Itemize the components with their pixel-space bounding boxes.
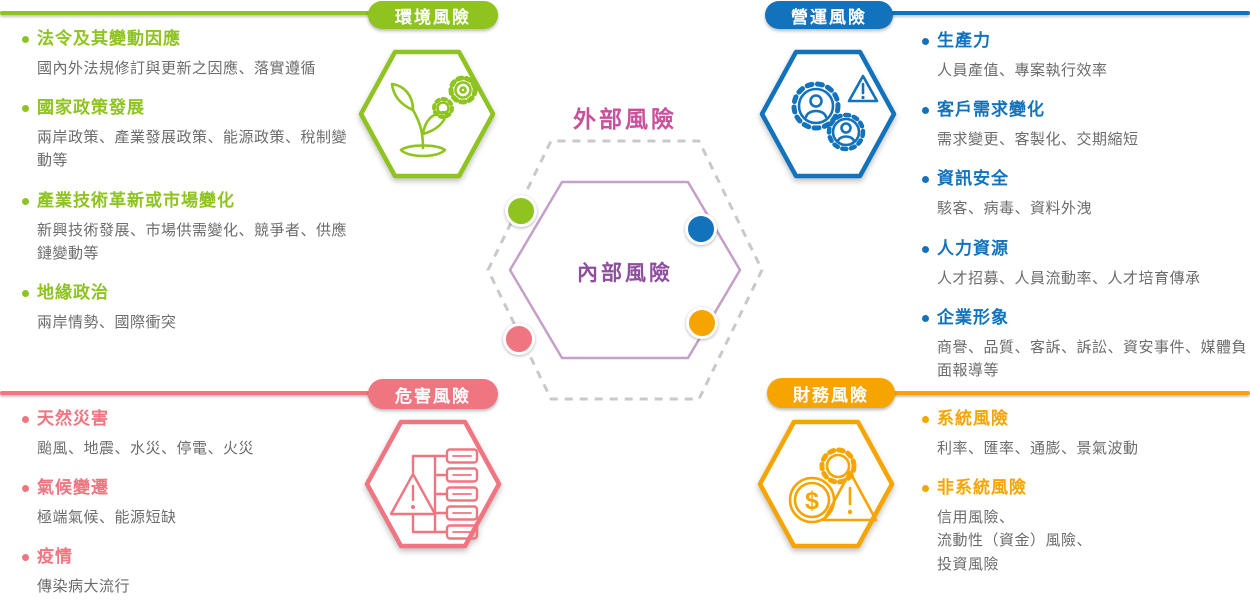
finance-list: 系統風險 利率、匯率、通膨、景氣波動 非系統風險 信用風險、 流動性（資金）風險… — [922, 408, 1250, 593]
bullet-icon — [22, 105, 29, 113]
warning-flowchart-icon — [364, 419, 502, 549]
bullet-icon — [922, 37, 929, 45]
item-desc: 人員產值、專案執行效率 — [937, 61, 1108, 79]
bullet-icon — [922, 314, 929, 322]
item-desc: 新興技術發展、市場供需變化、競爭者、供應鏈變動等 — [37, 221, 348, 262]
outer-risk-hexagon — [486, 139, 764, 401]
env-hex-tile — [356, 46, 498, 182]
list-item: 生產力 人員產值、專案執行效率 — [922, 30, 1250, 82]
list-item: 國家政策發展 兩岸政策、產業發展政策、能源政策、稅制變動等 — [22, 97, 357, 172]
item-desc: 商譽、品質、客訴、訴訟、資安事件、媒體負面報導等 — [937, 338, 1248, 379]
outer-risk-label: 外部風險 — [573, 106, 677, 132]
bullet-icon — [922, 485, 929, 493]
bullet-icon — [922, 415, 929, 423]
center-hexagons — [486, 139, 764, 401]
item-desc: 人才招募、人員流動率、人才培育傳承 — [937, 269, 1201, 287]
item-title: 人力資源 — [937, 238, 1009, 258]
coin-gear-warning-icon: $ — [757, 419, 895, 549]
list-item: 企業形象 商譽、品質、客訴、訴訟、資安事件、媒體負面報導等 — [922, 307, 1250, 382]
gears-people-warning-icon — [759, 49, 897, 179]
item-desc: 駭客、病毒、資料外洩 — [937, 200, 1093, 218]
item-title: 法令及其變動因應 — [37, 29, 181, 48]
list-item: 地緣政治 兩岸情勢、國際衝突 — [22, 282, 357, 334]
item-title: 天然災害 — [37, 409, 109, 428]
hazard-hex-tile — [362, 416, 504, 552]
list-item: 氣候變遷 極端氣候、能源短缺 — [22, 477, 357, 529]
ops-hex-tile — [757, 46, 899, 182]
list-item: 天然災害 颱風、地震、水災、停電、火災 — [22, 408, 357, 460]
bullet-icon — [22, 415, 29, 423]
plant-gears-icon — [358, 49, 496, 179]
item-desc: 需求變更、客製化、交期縮短 — [937, 131, 1139, 149]
finance-badge: 財務風險 — [767, 378, 895, 408]
bullet-icon — [22, 554, 29, 562]
item-desc: 國內外法規修訂與更新之因應、落實遵循 — [37, 59, 317, 77]
item-desc: 兩岸情勢、國際衝突 — [37, 314, 177, 331]
bullet-icon — [922, 176, 929, 184]
item-title: 非系統風險 — [937, 478, 1027, 498]
list-item: 疫情 傳染病大流行 — [22, 546, 357, 598]
inner-risk-hexagon — [508, 180, 742, 360]
finance-dot-icon — [686, 307, 718, 339]
list-item: 產業技術革新或市場變化 新興技術發展、市場供需變化、競爭者、供應鏈變動等 — [22, 190, 357, 265]
item-title: 生產力 — [937, 31, 991, 50]
bullet-icon — [922, 245, 929, 253]
item-desc: 颱風、地震、水災、停電、火災 — [37, 439, 255, 457]
env-badge: 環境風險 — [368, 1, 498, 29]
finance-hex-tile: $ — [755, 416, 897, 552]
item-title: 疫情 — [37, 547, 73, 567]
bullet-icon — [22, 485, 29, 493]
item-desc: 傳染病大流行 — [37, 578, 131, 596]
ops-list: 生產力 人員產值、專案執行效率 客戶需求變化 需求變更、客製化、交期縮短 資訊安… — [922, 30, 1250, 399]
list-item: 法令及其變動因應 國內外法規修訂與更新之因應、落實遵循 — [22, 28, 357, 80]
item-desc: 利率、匯率、通膨、景氣波動 — [937, 439, 1139, 457]
bullet-icon — [22, 197, 29, 205]
hazard-connector-line — [0, 391, 372, 395]
ops-connector-line — [889, 11, 1250, 15]
bullet-icon — [22, 290, 29, 298]
list-item: 資訊安全 駭客、病毒、資料外洩 — [922, 168, 1250, 220]
ops-badge: 營運風險 — [765, 1, 893, 29]
item-desc: 信用風險、 流動性（資金）風險、 投資風險 — [937, 509, 1093, 573]
hazard-badge: 危害風險 — [368, 379, 498, 409]
item-title: 國家政策發展 — [37, 98, 145, 118]
list-item: 人力資源 人才招募、人員流動率、人才培育傳承 — [922, 238, 1250, 290]
svg-text:$: $ — [805, 487, 819, 515]
item-desc: 兩岸政策、產業發展政策、能源政策、稅制變動等 — [37, 129, 348, 170]
item-title: 系統風險 — [937, 409, 1009, 428]
hazard-list: 天然災害 颱風、地震、水災、停電、火災 氣候變遷 極端氣候、能源短缺 疫情 傳染… — [22, 408, 357, 610]
item-desc: 極端氣候、能源短缺 — [37, 509, 177, 527]
bullet-icon — [22, 35, 29, 43]
env-dot-icon — [505, 195, 537, 227]
hazard-dot-icon — [503, 323, 535, 355]
bullet-icon — [922, 107, 929, 115]
item-title: 地緣政治 — [37, 283, 109, 303]
item-title: 氣候變遷 — [37, 478, 109, 498]
item-title: 客戶需求變化 — [937, 100, 1045, 120]
list-item: 系統風險 利率、匯率、通膨、景氣波動 — [922, 408, 1250, 460]
item-title: 產業技術革新或市場變化 — [37, 190, 235, 210]
list-item: 客戶需求變化 需求變更、客製化、交期縮短 — [922, 99, 1250, 151]
env-connector-line — [0, 11, 372, 15]
inner-risk-label: 內部風險 — [577, 262, 673, 285]
ops-dot-icon — [685, 213, 717, 245]
item-title: 企業形象 — [937, 307, 1009, 327]
env-list: 法令及其變動因應 國內外法規修訂與更新之因應、落實遵循 國家政策發展 兩岸政策、… — [22, 28, 357, 351]
list-item: 非系統風險 信用風險、 流動性（資金）風險、 投資風險 — [922, 477, 1250, 576]
finance-connector-line — [891, 391, 1250, 395]
item-title: 資訊安全 — [937, 169, 1009, 189]
